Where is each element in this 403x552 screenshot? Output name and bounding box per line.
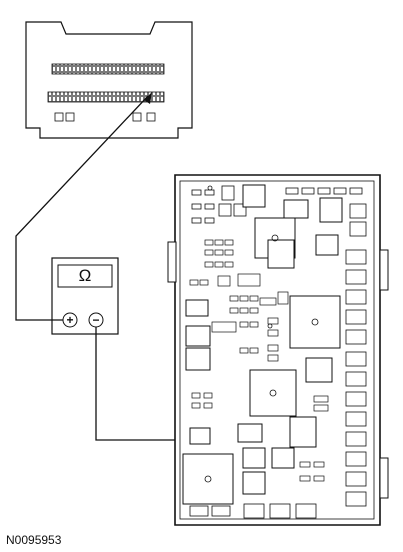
relay-large-3 (249, 369, 297, 417)
positive-test-lead (15, 95, 149, 321)
figure-id: N0095953 (6, 533, 62, 547)
connector-pin-row-lower (47, 91, 165, 103)
meter-display (57, 264, 113, 288)
connector-housing (25, 21, 193, 139)
connector-pin-row-upper (51, 63, 165, 75)
positive-terminal-label: + (66, 313, 74, 327)
relay-large-2 (289, 295, 341, 349)
fuse-box (167, 174, 389, 526)
multimeter (51, 257, 119, 335)
meter-ohm-symbol: Ω (78, 266, 92, 285)
negative-terminal-label: − (92, 313, 100, 327)
relay-large-4 (182, 453, 234, 505)
